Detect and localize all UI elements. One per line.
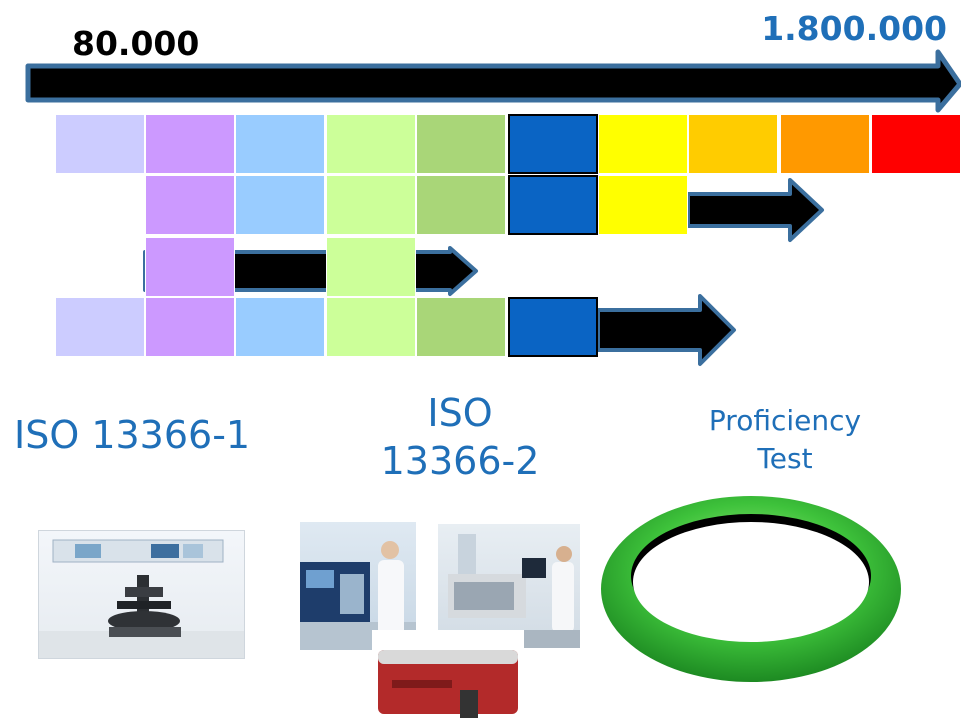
scale-start-label: 80.000: [72, 24, 200, 63]
range-cell-full-range-7: [688, 114, 778, 174]
pt-label-line2: Test: [757, 441, 813, 475]
somatic-cell-counter-icon: [378, 650, 518, 718]
microscope-photo: [38, 530, 245, 659]
range-cell-iso-13366-1-0: [145, 237, 235, 297]
range-cell-full-range-4: [416, 114, 506, 174]
pt-range-arrow: [596, 294, 736, 366]
range-cell-full-range-2: [235, 114, 325, 174]
range-cell-iso-13366-2-2: [326, 175, 416, 235]
range-cell-full-range-5: [508, 114, 598, 174]
microscope-icon: [39, 539, 244, 658]
scale-end-label: 1.800.000: [761, 9, 947, 48]
iso2-label: ISO 13366-2: [355, 390, 565, 485]
range-cell-full-range-3: [326, 114, 416, 174]
pt-label-line1: Proficiency: [708, 404, 862, 437]
range-cell-full-range-9: [871, 114, 961, 174]
range-cell-full-range-1: [145, 114, 235, 174]
range-cell-iso-13366-2-1: [235, 175, 325, 235]
lab-photo-3: [372, 630, 524, 728]
range-cell-iso-13366-2-0: [145, 175, 235, 235]
range-cell-full-range-0: [55, 114, 145, 174]
range-cell-proficiency-test-2: [235, 297, 325, 357]
range-cell-proficiency-test-5: [508, 297, 598, 357]
range-cell-full-range-6: [598, 114, 688, 174]
range-cell-proficiency-test-0: [55, 297, 145, 357]
iso2-label-line2: 13366-2: [380, 438, 540, 483]
range-cell-iso-13366-2-4: [508, 175, 598, 235]
range-cell-proficiency-test-1: [145, 297, 235, 357]
iso2-range-arrow: [686, 178, 824, 242]
iso2-label-line1: ISO: [427, 391, 493, 435]
range-cell-iso-13366-2-3: [416, 175, 506, 235]
pt-label: Proficiency Test: [680, 402, 890, 478]
range-cell-iso-13366-2-5: [598, 175, 688, 235]
range-cell-proficiency-test-3: [326, 297, 416, 357]
range-cell-full-range-8: [780, 114, 870, 174]
green-ring-icon: [601, 496, 901, 682]
range-cell-proficiency-test-4: [416, 297, 506, 357]
range-cell-iso-13366-1-1: [326, 237, 416, 297]
iso1-label: ISO 13366-1: [14, 413, 251, 457]
scale-arrow: [25, 49, 961, 113]
